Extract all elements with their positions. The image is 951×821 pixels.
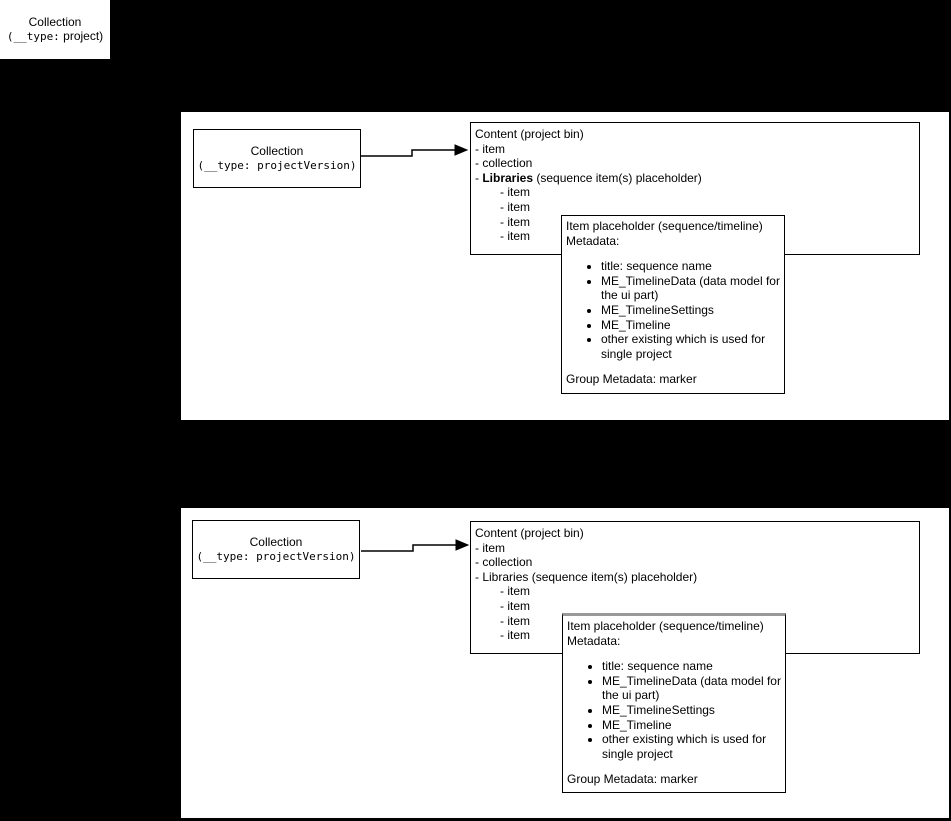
content-sub-item: - item (500, 229, 530, 244)
collection-type: (__type: projectVersion) (197, 158, 357, 172)
collection-version-node: Collection (__type: projectVersion) (192, 520, 360, 579)
right-elbow-arrow-icon (360, 144, 469, 157)
metadata-list-item: ME_TimelineData (data model for the ui p… (602, 674, 781, 703)
libraries-label: Libraries (482, 170, 534, 185)
item-placeholder-subtitle: Metadata: (566, 233, 620, 248)
root-collection-title: Collection (28, 14, 82, 29)
content-item-line: - item (475, 540, 505, 555)
item-placeholder-node: Item placeholder (sequence/timeline) Met… (562, 613, 786, 793)
root-collection-node: Collection (__type: project) (0, 0, 110, 59)
metadata-list-item: title: sequence name (601, 259, 780, 274)
collection-version-node: Collection (__type: projectVersion) (193, 129, 361, 188)
content-title: Content (project bin) (475, 526, 584, 540)
content-item-line: - item (475, 141, 505, 156)
content-libraries-line: - Libraries (sequence item(s) placeholde… (475, 170, 702, 185)
metadata-list-item: title: sequence name (602, 659, 781, 674)
diagram-panel-2: Collection (__type: projectVersion) Cont… (181, 508, 949, 818)
root-collection-type: (__type: project) (6, 29, 104, 43)
content-libraries-line: - Libraries (sequence item(s) placeholde… (475, 569, 698, 584)
metadata-list-item: other existing which is used for single … (602, 732, 781, 761)
content-sub-item: - item (500, 584, 530, 599)
item-placeholder-node: Item placeholder (sequence/timeline) Met… (561, 215, 785, 394)
metadata-list-item: ME_TimelineData (data model for the ui p… (601, 274, 780, 303)
metadata-list-item: ME_Timeline (601, 318, 780, 333)
item-placeholder-title: Item placeholder (sequence/timeline) (567, 619, 764, 633)
content-sub-item: - item (500, 613, 530, 628)
metadata-list-item: ME_Timeline (602, 718, 781, 733)
item-placeholder-subtitle: Metadata: (567, 633, 621, 648)
libraries-label: Libraries (482, 569, 529, 584)
diagram-panel-1: Collection (__type: projectVersion) Cont… (181, 112, 949, 420)
collection-type: (__type: projectVersion) (196, 549, 356, 563)
metadata-list-item: ME_TimelineSettings (602, 703, 781, 718)
group-metadata-line: Group Metadata: marker (567, 772, 698, 787)
metadata-list-item: ME_TimelineSettings (601, 303, 780, 318)
content-sub-item: - item (500, 598, 530, 613)
metadata-list-item: other existing which is used for single … (601, 332, 780, 361)
collection-title: Collection (249, 535, 303, 549)
metadata-list: title: sequence name ME_TimelineData (da… (566, 259, 780, 361)
content-sub-item: - item (500, 199, 530, 214)
content-sub-item: - item (500, 185, 530, 200)
metadata-list: title: sequence name ME_TimelineData (da… (567, 659, 781, 761)
item-placeholder-title: Item placeholder (sequence/timeline) (566, 219, 763, 233)
content-collection-line: - collection (475, 555, 533, 570)
content-sub-item: - item (500, 628, 530, 643)
collection-title: Collection (250, 144, 304, 158)
content-title: Content (project bin) (475, 127, 584, 141)
content-sub-item: - item (500, 214, 530, 229)
content-collection-line: - collection (475, 156, 533, 171)
right-elbow-arrow-icon (361, 539, 470, 552)
group-metadata-line: Group Metadata: marker (566, 372, 697, 387)
